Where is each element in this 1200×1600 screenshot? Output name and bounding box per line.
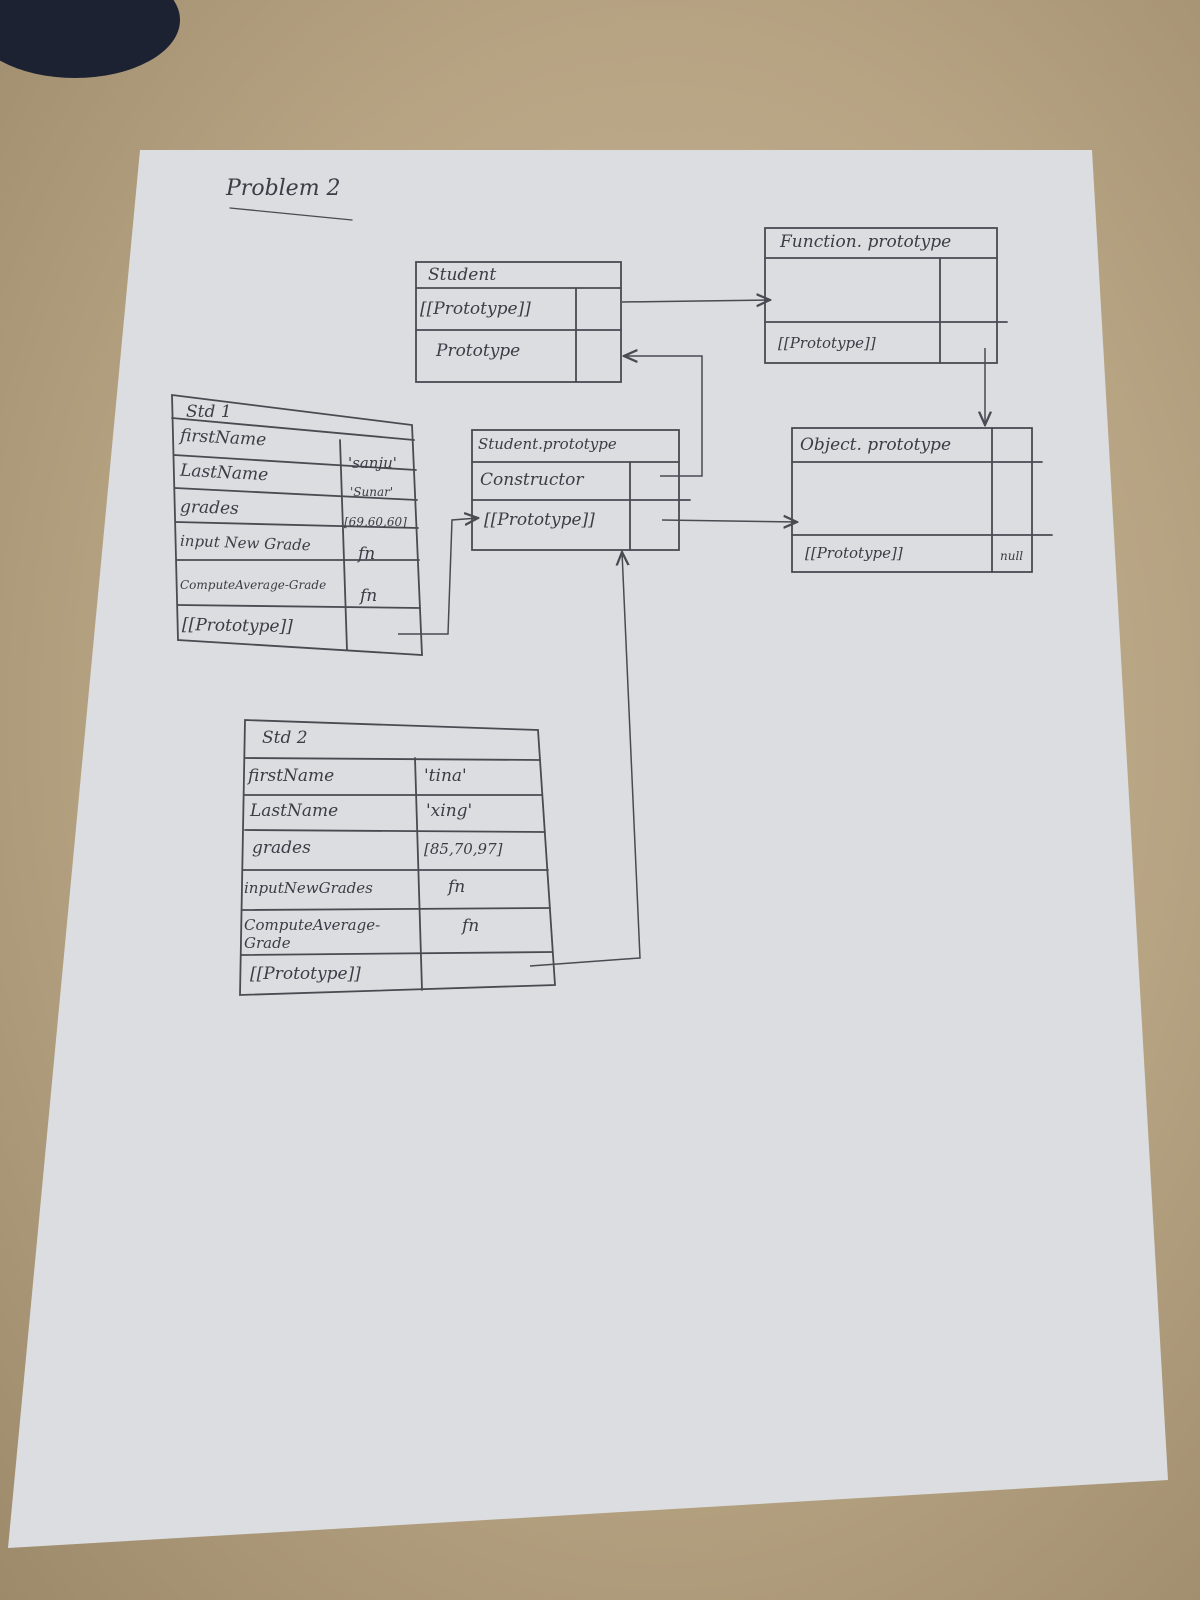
std2-key-compute-average-grade: ComputeAverage-Grade: [244, 916, 381, 952]
std2-key-grades: grades: [252, 838, 311, 858]
std1-value-lastname: 'Sunar': [350, 485, 394, 499]
std1-value-compute-average-grade: fn: [360, 586, 378, 606]
student-prototype-prototype: [[Prototype]]: [484, 510, 595, 530]
std1-value-input-new-grade: fn: [358, 544, 376, 564]
student-prototype-header: Student.prototype: [478, 435, 617, 453]
object-prototype-box: [791, 427, 1053, 573]
arrow-student-to-function-prototype: [621, 300, 770, 302]
std2-value-grades: [85,70,97]: [424, 840, 503, 858]
std2-key-input-new-grades: inputNewGrades: [244, 879, 373, 897]
std2-box: [239, 719, 556, 996]
student-prototype-box: [471, 429, 691, 551]
std1-value-grades: [69,60,60]: [344, 515, 407, 529]
std1-key-lastname: LastName: [179, 460, 269, 486]
student-header: Student: [428, 265, 497, 285]
arrow-constructor-to-student: [624, 356, 703, 477]
std1-key-prototype: [[Prototype]]: [181, 615, 293, 637]
corner-shadow: [0, 0, 180, 78]
std1-key-compute-average-grade: ComputeAverage-Grade: [180, 578, 327, 592]
std1-key-input-new-grade: input New Grade: [179, 531, 311, 555]
arrow-std1-to-student-prototype: [398, 518, 478, 635]
std2-key-prototype: [[Prototype]]: [250, 964, 361, 984]
std1-header: Std 1: [186, 402, 232, 422]
std2-key-firstname: firstName: [248, 766, 335, 786]
function-prototype-row: [[Prototype]]: [778, 334, 876, 352]
paper-surface: [8, 150, 1168, 1548]
page-title: Problem 2: [226, 176, 341, 201]
student-box: [415, 261, 622, 383]
student-prototype-constructor: Constructor: [480, 470, 584, 490]
std1-key-firstname: firstName: [179, 425, 267, 451]
std2-key-lastname: LastName: [250, 801, 339, 821]
object-prototype-row: [[Prototype]]: [805, 544, 903, 562]
std1-value-firstname: 'sanju': [348, 454, 397, 472]
student-row-prototype-internal: [[Prototype]]: [420, 299, 531, 319]
std2-value-input-new-grades: fn: [448, 877, 466, 897]
std1-key-grades: grades: [179, 496, 240, 520]
object-prototype-header: Object. prototype: [800, 435, 951, 455]
std1-box: [171, 393, 423, 656]
std2-value-firstname: 'tina': [424, 766, 467, 786]
std2-header: Std 2: [262, 728, 308, 748]
arrow-studentproto-to-objectproto: [661, 520, 797, 522]
object-prototype-null: null: [1000, 549, 1024, 563]
arrow-std2-to-student-prototype: [529, 552, 641, 967]
std2-value-compute-average-grade: fn: [462, 916, 480, 936]
std2-value-lastname: 'xing': [426, 801, 473, 821]
function-prototype-header: Function. prototype: [780, 232, 952, 252]
title-underline: [229, 207, 353, 221]
student-row-prototype: Prototype: [436, 341, 521, 361]
